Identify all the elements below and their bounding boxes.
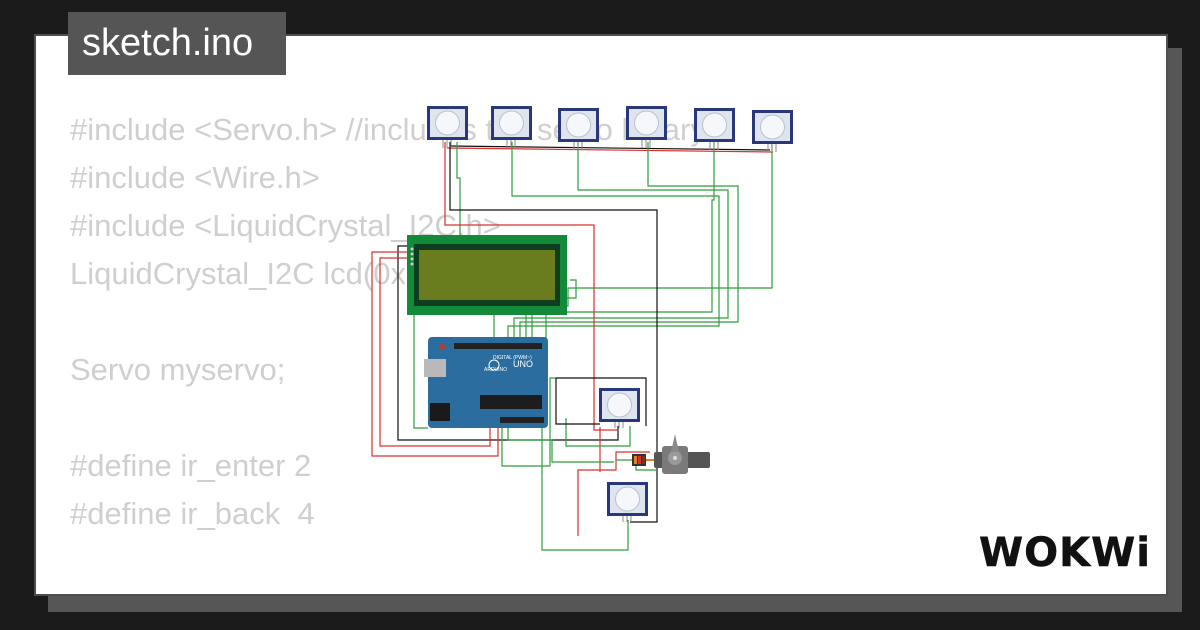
- pir-sensor-icon[interactable]: [694, 108, 735, 150]
- servo-motor[interactable]: [632, 434, 710, 474]
- wire-black: [556, 377, 647, 426]
- pir-sensor-icon[interactable]: [491, 106, 532, 148]
- code-line: #define ir_enter 2: [70, 448, 312, 483]
- code-line: #define ir_car1 5: [70, 586, 706, 594]
- wire-red: [379, 257, 491, 447]
- wire-green: [531, 142, 773, 340]
- wokwi-logo-text: WOKWi: [979, 530, 1151, 576]
- lcd-display[interactable]: [407, 235, 567, 315]
- file-tab[interactable]: sketch.ino: [68, 12, 286, 75]
- wire-green: [519, 142, 739, 340]
- code-line: #define ir_back 4: [70, 496, 315, 531]
- wokwi-logo: WOKWi: [979, 530, 1151, 577]
- wire-red: [371, 251, 499, 457]
- arduino-uno-board[interactable]: DIGITAL (PWM~) UNO ARDUINO: [424, 337, 548, 428]
- wire-red: [577, 451, 650, 536]
- wire-red: [444, 142, 617, 431]
- pir-sensor-icon[interactable]: [752, 110, 793, 152]
- sensor-row: [427, 106, 793, 152]
- wires: [371, 142, 774, 551]
- pir-sensor-icon[interactable]: [607, 482, 648, 522]
- wire-green: [525, 142, 715, 340]
- pir-sensor-icon[interactable]: [599, 388, 640, 428]
- wire-black: [449, 145, 771, 151]
- code-line: Servo myservo;: [70, 352, 286, 387]
- wire-green: [565, 418, 631, 447]
- pir-sensor-icon[interactable]: [626, 106, 667, 148]
- wire-black: [555, 378, 600, 425]
- wire-green: [507, 142, 720, 340]
- wire-green: [501, 377, 556, 467]
- board-digital-label: DIGITAL (PWM~): [493, 355, 532, 361]
- wire-black: [397, 245, 619, 441]
- pir-sensor-icon[interactable]: [427, 106, 468, 148]
- pir-sensor-icon[interactable]: [558, 108, 599, 150]
- wire-green: [507, 420, 614, 463]
- wire-black: [449, 142, 658, 523]
- wire-red: [446, 147, 774, 153]
- wire-green: [513, 142, 729, 340]
- board-uno-label: UNO: [513, 359, 533, 369]
- code-line: #include <Wire.h>: [70, 160, 320, 195]
